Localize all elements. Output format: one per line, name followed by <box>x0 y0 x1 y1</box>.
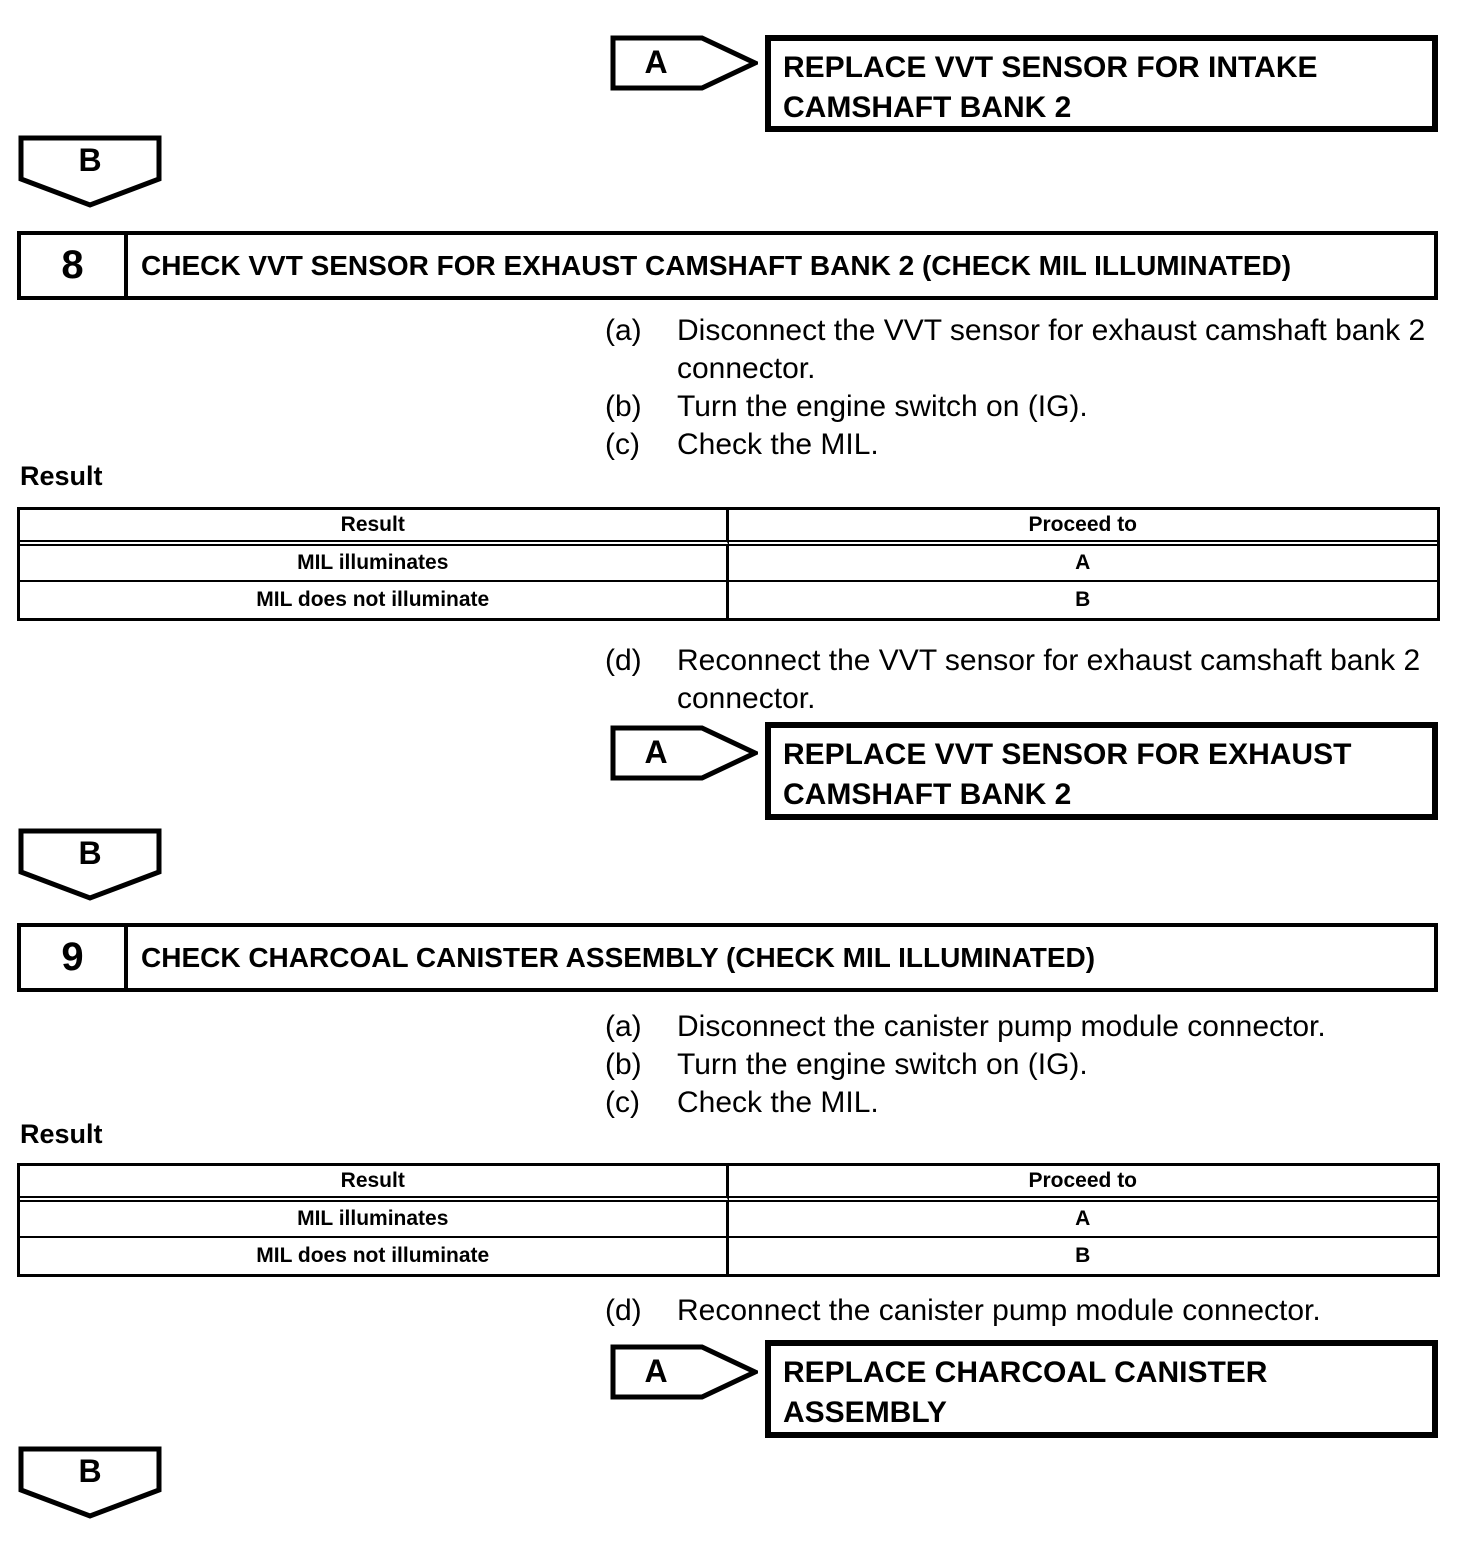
right-arrow-pentagon-icon <box>610 1344 758 1400</box>
outcome-box-replace-charcoal-canister: REPLACE CHARCOAL CANISTER ASSEMBLY <box>765 1340 1438 1438</box>
connector-b-arrow: B <box>18 1446 162 1520</box>
substep-label: (a) <box>605 314 642 347</box>
outcome-line: ASSEMBLY <box>783 1396 947 1429</box>
connector-b-letter: B <box>78 142 102 178</box>
step-8-substeps: (a) Disconnect the VVT sensor for exhaus… <box>605 312 1467 464</box>
connector-b-letter: B <box>78 1453 102 1489</box>
connector-a-letter: A <box>644 733 668 770</box>
step-9-header: 9 CHECK CHARCOAL CANISTER ASSEMBLY (CHEC… <box>17 923 1438 992</box>
column-header-proceed-to: Proceed to <box>728 1166 1437 1202</box>
table-row: MIL illuminates A <box>20 546 1437 582</box>
substep-label: (b) <box>605 390 642 423</box>
substep-text: Check the MIL. <box>677 1086 879 1119</box>
step-8-header: 8 CHECK VVT SENSOR FOR EXHAUST CAMSHAFT … <box>17 231 1438 300</box>
step-9-substeps: (a) Disconnect the canister pump module … <box>605 1008 1467 1122</box>
substep-c: (c) Check the MIL. <box>605 426 1467 464</box>
connector-a-arrow: A <box>610 35 758 91</box>
column-header-proceed-to: Proceed to <box>728 510 1437 546</box>
substep-c: (c) Check the MIL. <box>605 1084 1467 1122</box>
outcome-box-replace-vvt-exhaust: REPLACE VVT SENSOR FOR EXHAUST CAMSHAFT … <box>765 722 1438 820</box>
table-row: MIL illuminates A <box>20 1202 1437 1238</box>
substep-text: Turn the engine switch on (IG). <box>677 390 1088 423</box>
substep-text: Turn the engine switch on (IG). <box>677 1048 1088 1081</box>
connector-a-arrow: A <box>610 1344 758 1400</box>
right-arrow-pentagon-icon <box>610 35 758 91</box>
result-cell: MIL does not illuminate <box>20 582 729 618</box>
table-row: MIL does not illuminate B <box>20 582 1437 618</box>
substep-text: Reconnect the canister pump module conne… <box>677 1294 1321 1327</box>
step-title: CHECK CHARCOAL CANISTER ASSEMBLY (CHECK … <box>141 941 1096 973</box>
outcome-line: REPLACE VVT SENSOR FOR INTAKE <box>783 51 1318 84</box>
connector-b-letter: B <box>78 835 102 871</box>
proceed-to-cell: A <box>728 1202 1437 1238</box>
column-header-result: Result <box>20 510 729 546</box>
result-cell: MIL illuminates <box>20 546 729 582</box>
substep-d: (d) Reconnect the VVT sensor for exhaust… <box>605 642 1467 718</box>
substep-a: (a) Disconnect the canister pump module … <box>605 1008 1467 1046</box>
result-heading: Result <box>20 461 103 491</box>
outcome-line: REPLACE VVT SENSOR FOR EXHAUST <box>783 738 1352 771</box>
step-number: 8 <box>21 235 128 296</box>
outcome-line: REPLACE CHARCOAL CANISTER <box>783 1356 1268 1389</box>
outcome-line: CAMSHAFT BANK 2 <box>783 778 1072 811</box>
table-row: MIL does not illuminate B <box>20 1238 1437 1274</box>
connector-b-arrow: B <box>18 135 162 209</box>
step-number: 9 <box>21 927 128 988</box>
substep-label: (d) <box>605 1294 642 1327</box>
connector-a-arrow: A <box>610 725 758 781</box>
down-arrow-pentagon-icon <box>18 1446 162 1519</box>
substep-label: (d) <box>605 644 642 677</box>
right-arrow-pentagon-icon <box>610 725 758 781</box>
table-header-row: Result Proceed to <box>20 510 1437 546</box>
down-arrow-pentagon-icon <box>18 135 162 208</box>
column-header-result: Result <box>20 1166 729 1202</box>
connector-b-arrow: B <box>18 828 162 902</box>
table-header-row: Result Proceed to <box>20 1166 1437 1202</box>
substep-text: Disconnect the canister pump module conn… <box>677 1010 1326 1043</box>
connector-a-letter: A <box>644 43 668 80</box>
substep-b: (b) Turn the engine switch on (IG). <box>605 1046 1467 1084</box>
substep-label: (c) <box>605 428 640 461</box>
result-cell: MIL does not illuminate <box>20 1238 729 1274</box>
down-arrow-pentagon-icon <box>18 828 162 901</box>
connector-a-letter: A <box>644 1352 668 1389</box>
result-table-step-9: Result Proceed to MIL illuminates A MIL … <box>17 1163 1440 1277</box>
outcome-line: CAMSHAFT BANK 2 <box>783 91 1072 124</box>
outcome-box-replace-vvt-intake: REPLACE VVT SENSOR FOR INTAKE CAMSHAFT B… <box>765 35 1438 132</box>
substep-b: (b) Turn the engine switch on (IG). <box>605 388 1467 426</box>
substep-a: (a) Disconnect the VVT sensor for exhaus… <box>605 312 1467 388</box>
proceed-to-cell: A <box>728 546 1437 582</box>
substep-d: (d) Reconnect the canister pump module c… <box>605 1292 1467 1330</box>
step-8-substep-d: (d) Reconnect the VVT sensor for exhaust… <box>605 642 1467 718</box>
result-table-step-8: Result Proceed to MIL illuminates A MIL … <box>17 507 1440 621</box>
result-heading: Result <box>20 1119 103 1149</box>
step-title: CHECK VVT SENSOR FOR EXHAUST CAMSHAFT BA… <box>141 249 1292 281</box>
substep-label: (a) <box>605 1010 642 1043</box>
proceed-to-cell: B <box>1075 588 1091 611</box>
step-9-substep-d: (d) Reconnect the canister pump module c… <box>605 1292 1467 1330</box>
substep-text: Check the MIL. <box>677 428 879 461</box>
result-cell: MIL illuminates <box>20 1202 729 1238</box>
proceed-to-cell: B <box>1075 1244 1091 1267</box>
substep-text: Disconnect the VVT sensor for exhaust ca… <box>677 314 1426 385</box>
substep-label: (b) <box>605 1048 642 1081</box>
substep-label: (c) <box>605 1086 640 1119</box>
substep-text: Reconnect the VVT sensor for exhaust cam… <box>677 644 1421 715</box>
